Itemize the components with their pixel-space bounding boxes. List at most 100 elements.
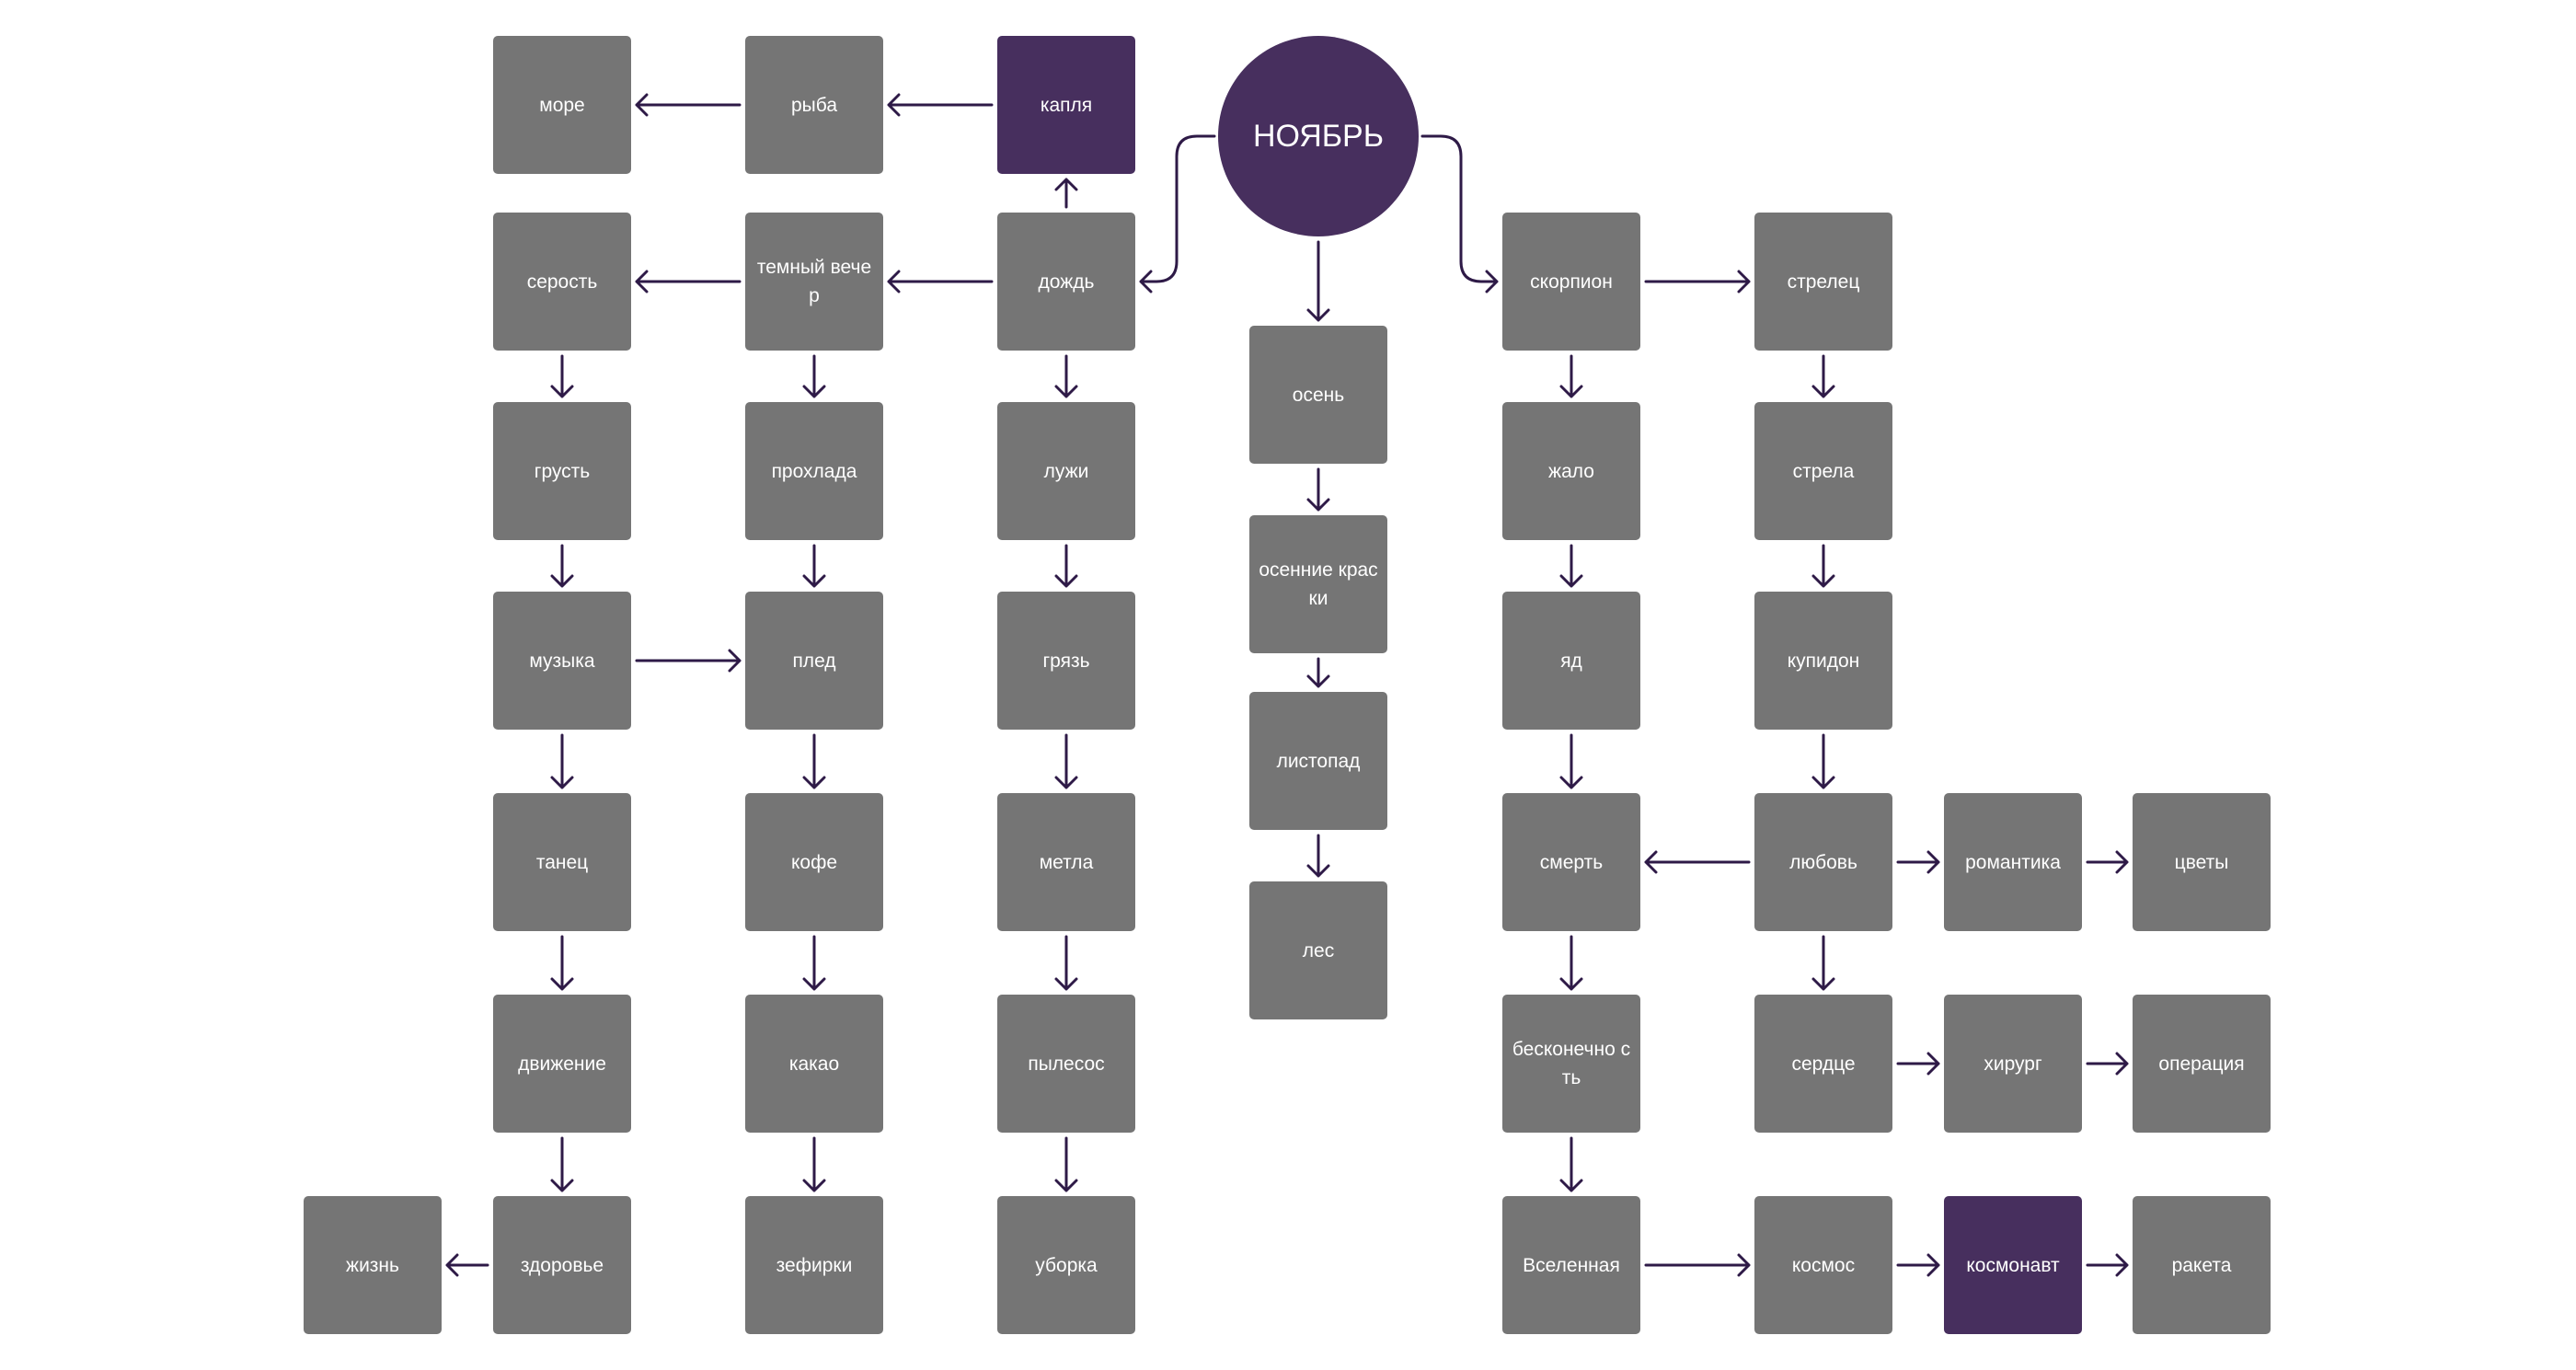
node-autumn[interactable]: осень	[1249, 326, 1387, 464]
node-label: здоровье	[520, 1254, 604, 1276]
node-autumn-colors[interactable]: осенние краски	[1249, 515, 1387, 653]
arrow-sagittarius-to-arrow	[1811, 354, 1835, 398]
node-forest[interactable]: лес	[1249, 881, 1387, 1019]
node-label: движение	[518, 1053, 606, 1075]
node-label: стрела	[1792, 460, 1855, 482]
arrow-rain-to-drop	[1054, 178, 1078, 209]
node-scorpio[interactable]: скорпион	[1502, 213, 1640, 351]
arrow-music-to-dance	[550, 733, 574, 789]
node-label: капля	[1040, 94, 1093, 116]
arrow-november-to-rain	[1139, 134, 1216, 294]
node-label: яд	[1560, 650, 1582, 672]
node-dark-evening[interactable]: темный вечер	[745, 213, 883, 351]
node-label: сердце	[1791, 1053, 1856, 1075]
arrow-movement-to-health	[550, 1136, 574, 1192]
node-marshmallow[interactable]: зефирки	[745, 1196, 883, 1334]
node-heart[interactable]: сердце	[1754, 995, 1892, 1133]
root-label: НОЯБРЬ	[1252, 118, 1385, 154]
arrow-dark-evening-to-grayness	[635, 270, 742, 294]
arrow-november-to-scorpio	[1420, 134, 1499, 294]
node-movement[interactable]: движение	[493, 995, 631, 1133]
node-health[interactable]: здоровье	[493, 1196, 631, 1334]
node-space[interactable]: космос	[1754, 1196, 1892, 1334]
arrow-dark-evening-to-coolness	[802, 354, 826, 398]
arrow-scorpio-to-sting	[1559, 354, 1583, 398]
node-plaid[interactable]: плед	[745, 592, 883, 730]
node-label: операция	[2158, 1053, 2245, 1075]
arrow-romance-to-flowers	[2086, 850, 2129, 874]
node-label: рыба	[791, 94, 837, 116]
node-dance[interactable]: танец	[493, 793, 631, 931]
node-cleaning[interactable]: уборка	[997, 1196, 1135, 1334]
node-leaf-fall[interactable]: листопад	[1249, 692, 1387, 830]
arrow-rain-to-puddles	[1054, 354, 1078, 398]
node-vacuum[interactable]: пылесос	[997, 995, 1135, 1133]
node-label: бесконечно сть	[1512, 1039, 1631, 1088]
node-rain[interactable]: дождь	[997, 213, 1135, 351]
node-label: грусть	[534, 460, 591, 482]
node-broom[interactable]: метла	[997, 793, 1135, 931]
node-death[interactable]: смерть	[1502, 793, 1640, 931]
node-label: космонавт	[1966, 1254, 2060, 1276]
node-mud[interactable]: грязь	[997, 592, 1135, 730]
node-label: дождь	[1038, 271, 1095, 293]
arrow-fish-to-sea	[635, 93, 742, 117]
node-label: прохлада	[771, 460, 857, 482]
node-flowers[interactable]: цветы	[2133, 793, 2271, 931]
node-surgery[interactable]: операция	[2133, 995, 2271, 1133]
node-universe[interactable]: Вселенная	[1502, 1196, 1640, 1334]
arrow-music-to-plaid	[635, 649, 742, 673]
node-label: море	[539, 94, 585, 116]
node-drop[interactable]: капля	[997, 36, 1135, 174]
node-arrow[interactable]: стрела	[1754, 402, 1892, 540]
node-label: Вселенная	[1523, 1254, 1620, 1276]
node-music[interactable]: музыка	[493, 592, 631, 730]
arrow-surgeon-to-surgery	[2086, 1052, 2129, 1076]
node-coffee[interactable]: кофе	[745, 793, 883, 931]
node-label: лес	[1302, 939, 1335, 961]
node-romance[interactable]: романтика	[1944, 793, 2082, 931]
arrow-cocoa-to-marshmallow	[802, 1136, 826, 1192]
node-infinity[interactable]: бесконечно сть	[1502, 995, 1640, 1133]
arrow-love-to-romance	[1896, 850, 1940, 874]
arrow-love-to-death	[1644, 850, 1751, 874]
node-grayness[interactable]: серость	[493, 213, 631, 351]
node-label: купидон	[1787, 650, 1860, 672]
node-puddles[interactable]: лужи	[997, 402, 1135, 540]
node-label: хирург	[1984, 1053, 2042, 1075]
node-coolness[interactable]: прохлада	[745, 402, 883, 540]
arrow-autumn-to-autumn-colors	[1306, 467, 1330, 512]
node-life[interactable]: жизнь	[304, 1196, 442, 1334]
node-label: листопад	[1276, 750, 1361, 772]
node-label: ракета	[2171, 1254, 2232, 1276]
arrow-autumn-colors-to-leaf-fall	[1306, 657, 1330, 688]
arrow-mud-to-broom	[1054, 733, 1078, 789]
node-cupid[interactable]: купидон	[1754, 592, 1892, 730]
arrow-leaf-fall-to-forest	[1306, 834, 1330, 878]
node-label: метла	[1039, 851, 1094, 873]
arrow-heart-to-surgeon	[1896, 1052, 1940, 1076]
node-cocoa[interactable]: какао	[745, 995, 883, 1133]
root-node-november[interactable]: НОЯБРЬ	[1218, 36, 1419, 236]
arrow-sadness-to-music	[550, 544, 574, 588]
node-label: скорпион	[1530, 271, 1613, 293]
node-sagittarius[interactable]: стрелец	[1754, 213, 1892, 351]
node-poison[interactable]: яд	[1502, 592, 1640, 730]
node-sadness[interactable]: грусть	[493, 402, 631, 540]
node-cosmonaut[interactable]: космонавт	[1944, 1196, 2082, 1334]
node-sting[interactable]: жало	[1502, 402, 1640, 540]
node-label: космос	[1791, 1254, 1856, 1276]
node-fish[interactable]: рыба	[745, 36, 883, 174]
node-label: жизнь	[346, 1254, 399, 1276]
node-label: плед	[792, 650, 836, 672]
arrow-love-to-heart	[1811, 935, 1835, 991]
arrow-rain-to-dark-evening	[887, 270, 994, 294]
node-label: зефирки	[776, 1254, 853, 1276]
node-rocket[interactable]: ракета	[2133, 1196, 2271, 1334]
node-label: стрелец	[1787, 271, 1860, 293]
node-label: жало	[1548, 460, 1594, 482]
node-surgeon[interactable]: хирург	[1944, 995, 2082, 1133]
arrow-coolness-to-plaid	[802, 544, 826, 588]
node-sea[interactable]: море	[493, 36, 631, 174]
node-love[interactable]: любовь	[1754, 793, 1892, 931]
